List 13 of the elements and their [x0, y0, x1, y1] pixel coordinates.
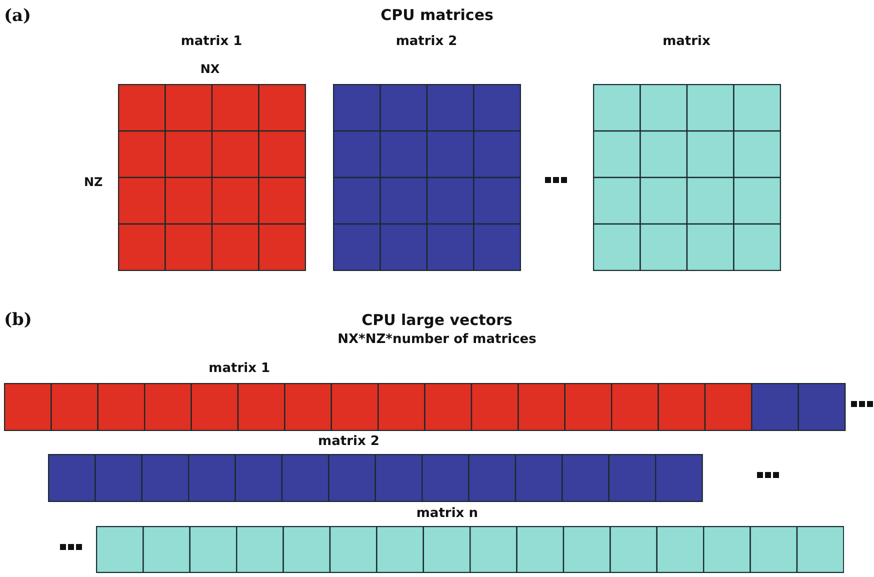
panel-title: CPU matrices — [380, 6, 494, 24]
panel-label: (a) — [4, 6, 32, 26]
matrix-label: matrix 2 — [318, 434, 380, 449]
matrix-label: matrix 1 — [208, 361, 270, 376]
panel-title: CPU large vectors — [362, 311, 512, 329]
matrix-label: matrix n — [416, 506, 478, 521]
axis-label: NX — [200, 62, 220, 76]
panel-subtitle: NX*NZ*number of matrices — [338, 332, 536, 347]
panel-label: (b) — [4, 310, 32, 330]
matrix-label: matrix 2 — [396, 34, 458, 49]
matrix-label: matrix — [662, 34, 710, 49]
axis-label: NZ — [84, 175, 103, 189]
matrix-label: matrix 1 — [180, 34, 242, 49]
